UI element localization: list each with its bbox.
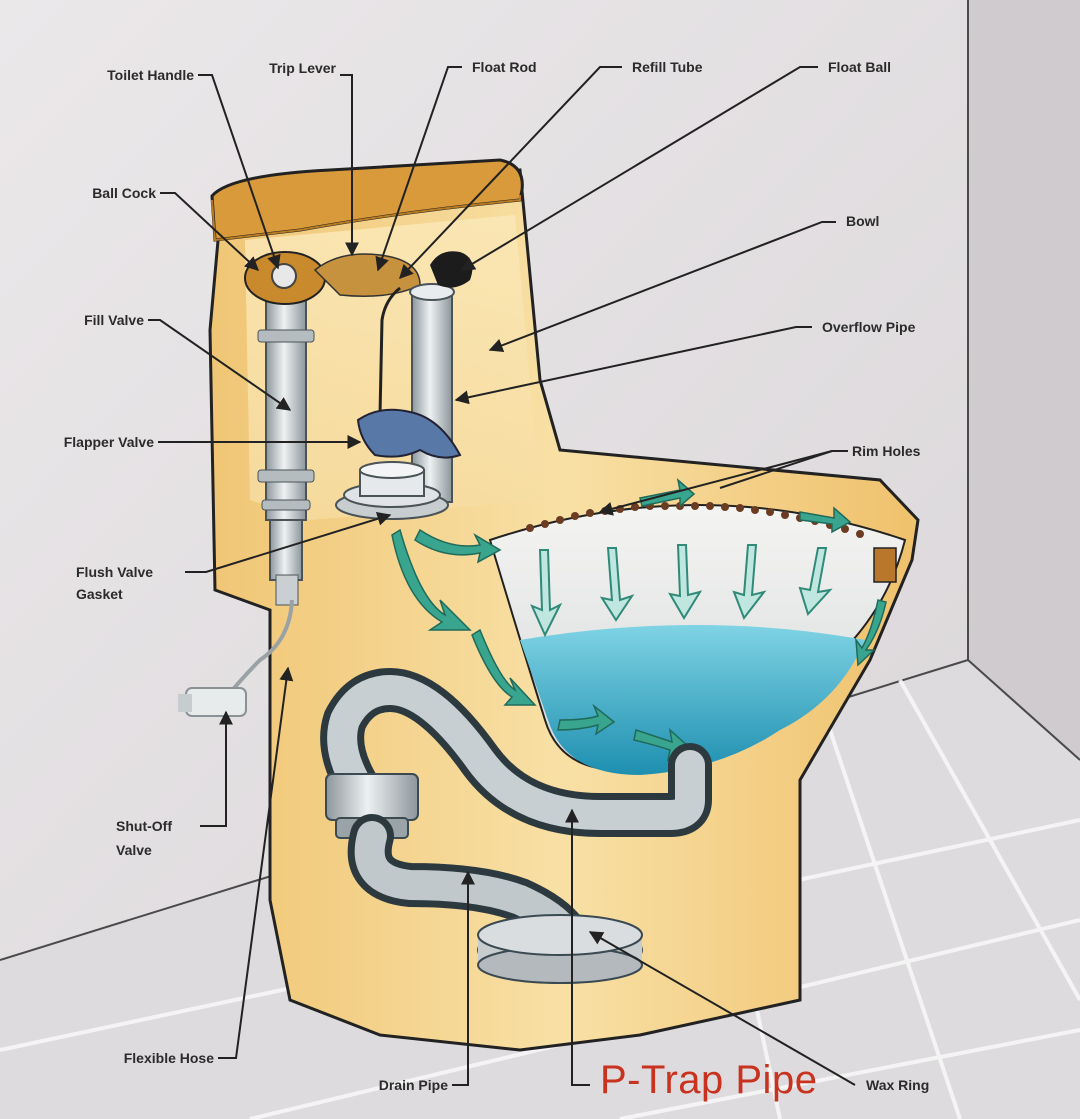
side-wall <box>968 0 1080 760</box>
label-float-rod: Float Rod <box>472 56 537 78</box>
rim-jet <box>874 548 896 582</box>
label-flush-valve-gasket-line2: Gasket <box>76 583 123 605</box>
wax-ring <box>478 915 642 983</box>
label-flush-valve-gasket-line1: Flush Valve <box>76 561 153 583</box>
label-wax-ring: Wax Ring <box>866 1074 929 1096</box>
label-overflow-pipe: Overflow Pipe <box>822 316 915 338</box>
label-bowl: Bowl <box>846 210 879 232</box>
label-flapper-valve: Flapper Valve <box>64 431 154 453</box>
label-shut-off-valve-line2: Valve <box>116 839 152 861</box>
label-drain-pipe: Drain Pipe <box>379 1074 448 1096</box>
label-p-trap-pipe: P-Trap Pipe <box>600 1058 817 1103</box>
shut-off-valve <box>178 688 246 716</box>
label-flexible-hose: Flexible Hose <box>124 1047 214 1069</box>
label-refill-tube: Refill Tube <box>632 56 703 78</box>
label-shut-off-valve-line1: Shut-Off <box>116 815 172 837</box>
label-trip-lever: Trip Lever <box>269 57 336 79</box>
label-fill-valve: Fill Valve <box>84 309 144 331</box>
label-float-ball: Float Ball <box>828 56 891 78</box>
label-rim-holes: Rim Holes <box>852 440 920 462</box>
label-ball-cock: Ball Cock <box>92 182 156 204</box>
label-toilet-handle: Toilet Handle <box>107 64 194 86</box>
